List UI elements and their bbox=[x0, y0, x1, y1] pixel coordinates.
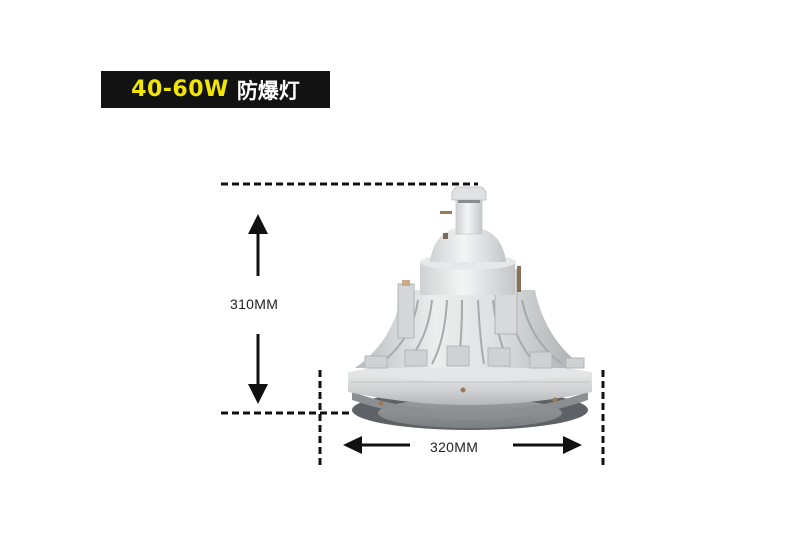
arrow-up-icon bbox=[248, 214, 268, 276]
height-dimension-label: 310MM bbox=[230, 296, 279, 312]
product-name-text: 防爆灯 bbox=[236, 78, 300, 103]
arrow-right-icon bbox=[513, 436, 582, 454]
width-dimension-label: 320MM bbox=[430, 439, 479, 455]
arrow-down-icon bbox=[248, 334, 268, 404]
arrow-left-icon bbox=[343, 436, 410, 454]
lamp-illustration bbox=[348, 186, 592, 430]
title-banner: 40-60W 防爆灯 bbox=[101, 71, 330, 108]
wattage-text: 40-60W bbox=[131, 77, 229, 102]
